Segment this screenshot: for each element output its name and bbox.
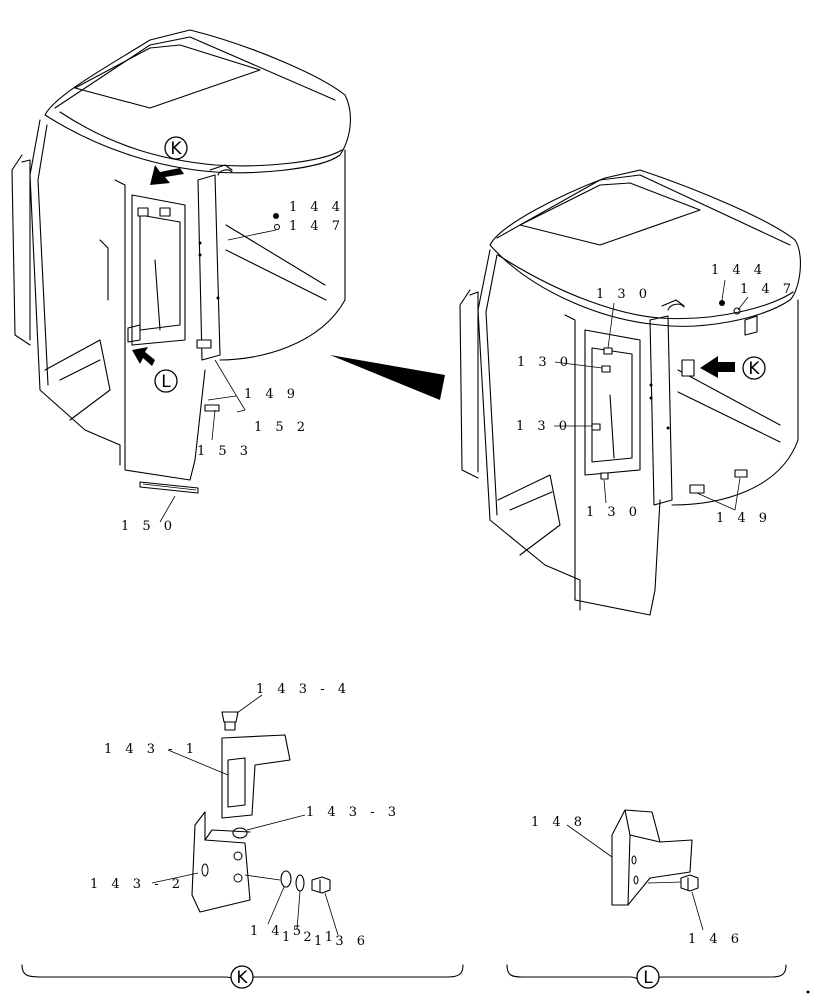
label-130-b: 1 3 0 xyxy=(517,355,573,370)
label-148: 1 4 8 xyxy=(531,815,587,830)
callout-l-left: L xyxy=(154,369,178,393)
label-143-1: 1 4 3 - 1 xyxy=(104,742,199,757)
bolt-icon xyxy=(221,711,239,731)
label-143-3: 1 4 3 - 3 xyxy=(306,805,401,820)
svg-text:K: K xyxy=(170,139,182,159)
label-147-left: 1 4 7 xyxy=(289,219,345,234)
label-144-left: 1 4 4 xyxy=(289,200,345,215)
bracket-icon xyxy=(191,811,251,913)
arrow-icon xyxy=(132,347,155,366)
callout-k-bottom: K xyxy=(230,965,254,989)
detail-l xyxy=(566,809,704,931)
label-136: 1 3 6 xyxy=(314,934,370,949)
callout-l-bottom: L xyxy=(636,965,660,989)
callout-k-top: K xyxy=(164,136,188,160)
label-143-4: 1 4 3 - 4 xyxy=(256,682,351,697)
detail-k xyxy=(151,694,339,936)
svg-text:L: L xyxy=(643,968,653,988)
label-144-right: 1 4 4 xyxy=(711,263,767,278)
label-130-a: 1 3 0 xyxy=(596,287,652,302)
arrow-icon xyxy=(700,356,735,378)
cab-right-view xyxy=(459,169,801,616)
label-152: 1 5 2 xyxy=(254,420,310,435)
washer-icon xyxy=(280,870,305,892)
bolt-icon xyxy=(680,874,699,892)
cab-left-view xyxy=(11,29,351,494)
callout-k-right: K xyxy=(742,356,766,380)
view-pointer xyxy=(330,355,445,400)
bracket-icon xyxy=(611,809,693,906)
label-153: 1 5 3 xyxy=(197,444,253,459)
bolt-icon xyxy=(311,876,331,894)
svg-text:K: K xyxy=(236,968,248,988)
label-130-c: 1 3 0 xyxy=(516,419,572,434)
label-146: 1 4 6 xyxy=(688,932,744,947)
label-130-d: 1 3 0 xyxy=(586,505,642,520)
label-150: 1 5 0 xyxy=(121,519,177,534)
bolt-icon xyxy=(591,347,613,480)
label-149-right: 1 4 9 xyxy=(716,511,772,526)
arrow-icon xyxy=(150,165,184,185)
label-149-left: 1 4 9 xyxy=(244,387,300,402)
label-145: 1 4 5 xyxy=(250,924,306,939)
label-147-right: 1 4 7 xyxy=(740,282,796,297)
label-121: 1 2 1 xyxy=(282,930,338,945)
svg-text:K: K xyxy=(748,359,760,379)
svg-text:L: L xyxy=(161,372,171,392)
bracket-icon xyxy=(221,734,291,819)
label-143-2: 1 4 3 - 2 xyxy=(90,877,185,892)
